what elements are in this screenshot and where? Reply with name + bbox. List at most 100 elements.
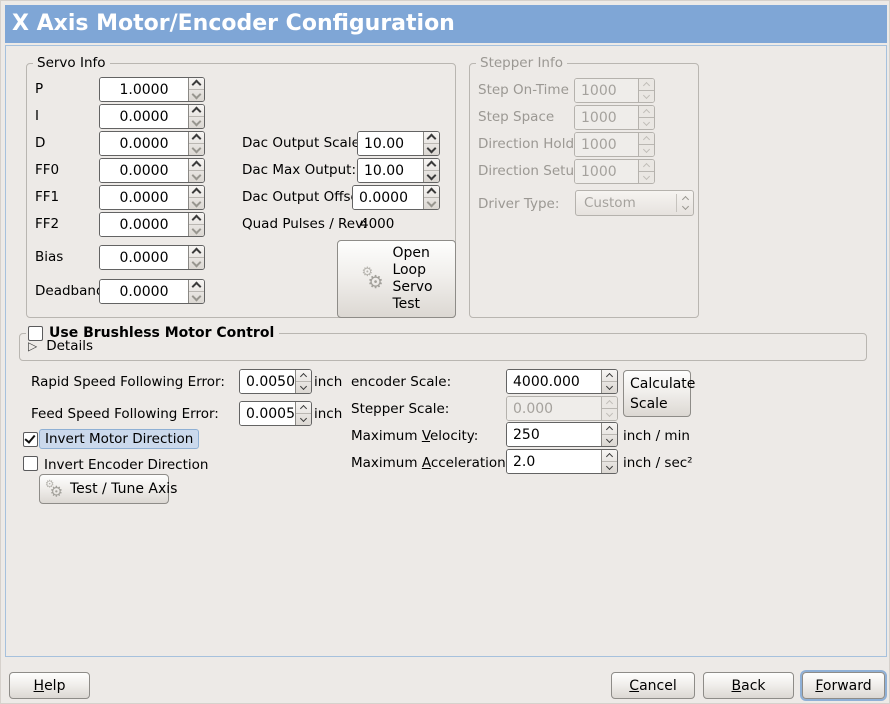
i-spinbox[interactable]: 0.0000 xyxy=(99,104,205,129)
invert-encoder-checkbox[interactable] xyxy=(23,456,38,471)
ff2-spinbox[interactable]: 0.0000 xyxy=(99,212,205,237)
test-tune-axis-label: Test / Tune Axis xyxy=(70,481,178,497)
encoder-scale-spinbox[interactable]: 4000.000 xyxy=(506,369,618,394)
feed-error-value[interactable]: 0.0005 xyxy=(240,402,295,425)
spin-down-button[interactable] xyxy=(602,434,617,446)
spin-up-button[interactable] xyxy=(424,159,439,171)
back-button[interactable]: Back xyxy=(703,672,794,699)
stepper-info-legend: Stepper Info xyxy=(476,55,568,71)
spin-down-button[interactable] xyxy=(189,197,204,209)
gears-icon: ⚙ ⚙ xyxy=(44,478,64,499)
spin-down-button[interactable] xyxy=(424,143,439,155)
spin-down-button[interactable] xyxy=(189,143,204,155)
p-value[interactable]: 1.0000 xyxy=(100,78,188,101)
step-on-time-spinbox: 1000 xyxy=(574,78,655,103)
spin-up-button[interactable] xyxy=(189,246,204,258)
ff2-value[interactable]: 0.0000 xyxy=(100,213,188,236)
spin-up-button[interactable] xyxy=(189,280,204,292)
brushless-checkbox-row[interactable]: Use Brushless Motor Control xyxy=(26,325,280,341)
spin-down-button[interactable] xyxy=(296,381,311,393)
spin-up-button[interactable] xyxy=(189,159,204,171)
driver-type-combobox: Custom xyxy=(575,190,694,216)
chevron-up-icon xyxy=(426,160,437,171)
dac-output-offset-value[interactable]: 0.0000 xyxy=(353,186,423,209)
chevron-down-icon xyxy=(605,382,614,391)
bias-value[interactable]: 0.0000 xyxy=(100,246,188,269)
spin-up-button[interactable] xyxy=(602,450,617,461)
encoder-scale-value[interactable]: 4000.000 xyxy=(507,370,601,393)
bias-spinbox[interactable]: 0.0000 xyxy=(99,245,205,270)
chevron-down-icon xyxy=(191,197,202,208)
spin-up-button[interactable] xyxy=(189,213,204,225)
feed-error-spinbox[interactable]: 0.0005 xyxy=(239,401,312,426)
spin-up-button[interactable] xyxy=(189,105,204,117)
i-value[interactable]: 0.0000 xyxy=(100,105,188,128)
forward-button[interactable]: Forward xyxy=(802,672,885,699)
expander-arrow-icon[interactable]: ▷ xyxy=(28,339,38,353)
spin-up-button[interactable] xyxy=(189,78,204,90)
spin-up-button[interactable] xyxy=(602,423,617,434)
dac-max-output-value[interactable]: 10.00 xyxy=(358,159,423,182)
spin-up-button[interactable] xyxy=(424,132,439,144)
d-spinbox[interactable]: 0.0000 xyxy=(99,131,205,156)
invert-motor-checkbox[interactable] xyxy=(23,432,38,447)
details-expander[interactable]: ▷ Details xyxy=(28,338,93,354)
max-velocity-value[interactable]: 250 xyxy=(507,423,601,446)
spin-up-button[interactable] xyxy=(189,186,204,198)
spin-up-button[interactable] xyxy=(296,402,311,413)
rapid-error-value[interactable]: 0.0050 xyxy=(240,370,295,393)
quad-pulses-label: Quad Pulses / Rev: xyxy=(242,216,367,232)
calculate-scale-button[interactable]: Calculate Scale xyxy=(623,370,695,417)
max-velocity-unit: inch / min xyxy=(623,428,690,444)
help-button[interactable]: Help xyxy=(9,672,90,699)
spin-up-button[interactable] xyxy=(424,186,439,198)
chevron-up-icon xyxy=(299,404,308,413)
spin-down-button[interactable] xyxy=(189,116,204,128)
chevron-down-icon xyxy=(642,172,651,181)
open-loop-servo-test-button[interactable]: ⚙ ⚙ Open Loop Servo Test xyxy=(337,240,456,318)
rapid-error-spinbox[interactable]: 0.0050 xyxy=(239,369,312,394)
spin-up-button[interactable] xyxy=(189,132,204,144)
ff1-value[interactable]: 0.0000 xyxy=(100,186,188,209)
spin-down-button[interactable] xyxy=(189,257,204,269)
dac-output-scale-spinbox[interactable]: 10.00 xyxy=(357,131,440,156)
ff0-spinbox[interactable]: 0.0000 xyxy=(99,158,205,183)
p-spinbox[interactable]: 1.0000 xyxy=(99,77,205,102)
dac-output-offset-spinbox[interactable]: 0.0000 xyxy=(352,185,440,210)
spin-up-button[interactable] xyxy=(296,370,311,381)
spin-down-button[interactable] xyxy=(602,461,617,473)
dac-max-output-spinbox[interactable]: 10.00 xyxy=(357,158,440,183)
d-value[interactable]: 0.0000 xyxy=(100,132,188,155)
deadband-spinbox[interactable]: 0.0000 xyxy=(99,279,205,304)
chevron-down-icon xyxy=(191,170,202,181)
spin-down-button xyxy=(639,90,654,102)
spin-down-button[interactable] xyxy=(424,170,439,182)
spin-down-button[interactable] xyxy=(602,381,617,393)
use-brushless-checkbox[interactable] xyxy=(28,325,43,341)
test-tune-axis-button[interactable]: ⚙ ⚙ Test / Tune Axis xyxy=(39,474,177,504)
i-label: I xyxy=(35,108,39,124)
servo-info-frame: Servo Info P I D FF0 FF1 FF2 Bias Deadba… xyxy=(26,55,456,318)
chevron-up-icon xyxy=(642,108,651,117)
spin-down-button[interactable] xyxy=(424,197,439,209)
max-acceleration-value[interactable]: 2.0 xyxy=(507,450,601,473)
dac-output-scale-value[interactable]: 10.00 xyxy=(358,132,423,155)
invert-encoder-label[interactable]: Invert Encoder Direction xyxy=(44,457,209,473)
feed-error-unit: inch xyxy=(314,406,343,422)
spin-down-button[interactable] xyxy=(189,89,204,101)
max-velocity-spinbox[interactable]: 250 xyxy=(506,422,618,447)
spin-up-button[interactable] xyxy=(602,370,617,381)
ff1-spinbox[interactable]: 0.0000 xyxy=(99,185,205,210)
deadband-value[interactable]: 0.0000 xyxy=(100,280,188,303)
max-acceleration-spinbox[interactable]: 2.0 xyxy=(506,449,618,474)
spin-down-button[interactable] xyxy=(296,413,311,425)
spin-down-button[interactable] xyxy=(189,224,204,236)
dac-output-offset-label: Dac Output Offset: xyxy=(242,189,369,205)
ff0-value[interactable]: 0.0000 xyxy=(100,159,188,182)
invert-motor-label[interactable]: Invert Motor Direction xyxy=(39,429,200,449)
spin-down-button[interactable] xyxy=(189,291,204,303)
spin-down-button[interactable] xyxy=(189,170,204,182)
cancel-button[interactable]: Cancel xyxy=(611,672,695,699)
back-label: Back xyxy=(731,677,766,694)
gears-icon: ⚙ ⚙ xyxy=(360,262,388,296)
